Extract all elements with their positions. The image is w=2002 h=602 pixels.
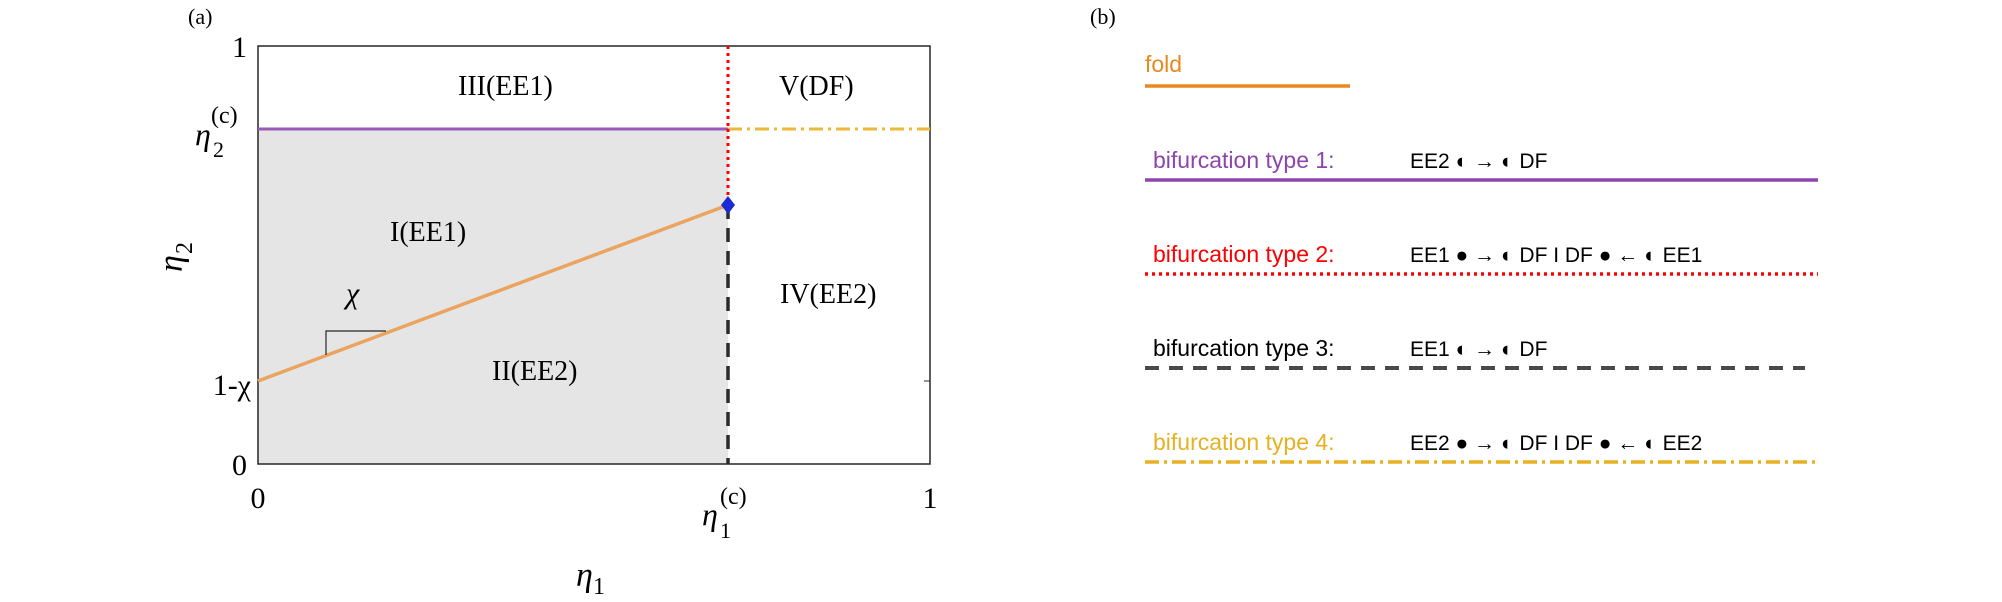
legend-type1-label: bifurcation type 1:	[1153, 147, 1335, 173]
y-tick-0: 0	[232, 449, 247, 482]
y-tick-eta2c-sub: 2	[213, 137, 224, 162]
y-tick-1-chi: 1-χ	[213, 369, 252, 402]
legend-type1-detail: EE2 ◐ → ◐ DF	[1410, 150, 1547, 173]
legend-type3-label: bifurcation type 3:	[1153, 335, 1335, 361]
x-axis-label: η 1	[576, 557, 605, 600]
x-axis-label-main: η	[576, 557, 593, 594]
shaded-region	[258, 129, 728, 464]
y-tick-1: 1	[232, 31, 247, 64]
region-iv-label: IV(EE2)	[780, 279, 876, 310]
y-axis-label: η 2	[153, 242, 198, 272]
x-tick-1: 1	[923, 482, 938, 515]
fold-curve	[257, 203, 729, 383]
x-tick-eta1c: η 1 (c)	[702, 484, 747, 543]
x-tick-eta1c-sup: (c)	[720, 484, 747, 510]
x-axis-label-sub: 1	[593, 574, 605, 600]
y-axis-label-main: η	[153, 255, 190, 272]
legend-type4-label: bifurcation type 4:	[1153, 429, 1335, 455]
legend-type3-detail: EE1 ◐ → ◐ DF	[1410, 338, 1547, 361]
legend-type2-label: bifurcation type 2:	[1153, 241, 1335, 267]
slope-label: χ	[343, 277, 360, 310]
panel-b-label: (b)	[1090, 4, 1116, 29]
legend-fold-label: fold	[1145, 51, 1182, 77]
slope-indicator	[325, 330, 386, 355]
legend-type4-detail: EE2 ● → ◐ DF I DF ● ← ◐ EE2	[1410, 432, 1702, 455]
x-tick-eta1c-main: η	[702, 496, 718, 532]
codimension-point	[721, 196, 735, 214]
region-v-label: V(DF)	[779, 71, 854, 102]
y-axis-label-sub: 2	[172, 242, 198, 254]
region-i-label: I(EE1)	[390, 217, 466, 248]
x-tick-eta1c-sub: 1	[720, 518, 731, 543]
plot-frame	[257, 45, 931, 465]
region-ii-label: II(EE2)	[492, 356, 578, 387]
panel-a-label: (a)	[188, 4, 212, 29]
y-tick-eta2c-main: η	[195, 116, 211, 152]
y-tick-eta2c: η 2 (c)	[195, 103, 238, 162]
x-tick-0: 0	[251, 482, 266, 515]
region-iii-label: III(EE1)	[458, 71, 553, 102]
y-tick-eta2c-sup: (c)	[211, 103, 238, 129]
legend-type2-detail: EE1 ● → ◐ DF I DF ● ← ◐ EE1	[1410, 244, 1702, 267]
